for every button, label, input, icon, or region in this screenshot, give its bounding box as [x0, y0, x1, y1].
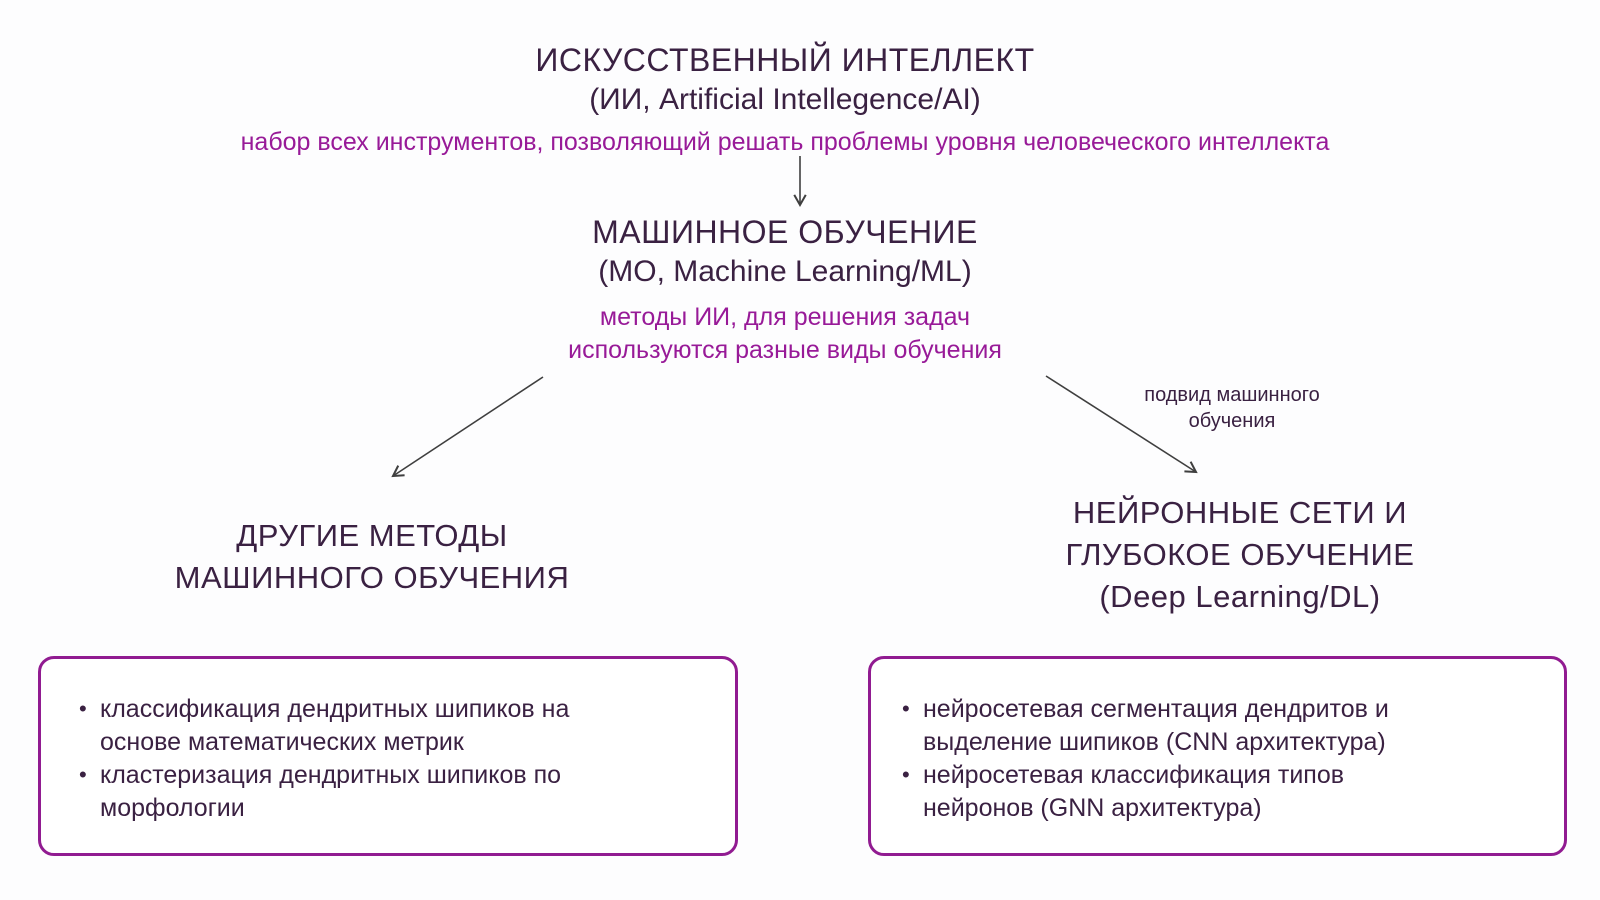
ml-node: МАШИННОЕ ОБУЧЕНИЕ (МО, Machine Learning/… — [85, 212, 1485, 367]
list-item: • классификация дендритных шипиков на ос… — [79, 693, 615, 759]
bullet-icon: • — [79, 762, 87, 787]
dl-edge-label: подвид машинного обучения — [1072, 382, 1392, 434]
other-methods-heading-line-2: МАШИННОГО ОБУЧЕНИЯ — [174, 560, 570, 595]
bullet-icon: • — [902, 696, 910, 721]
ai-node: ИСКУССТВЕННЫЙ ИНТЕЛЛЕКТ (ИИ, Artificial … — [85, 40, 1485, 159]
dl-edge-label-line-1: подвид машинного — [1144, 384, 1320, 406]
arrow-ml-to-other-methods — [391, 376, 544, 478]
deep-learning-box: • нейросетевая сегментация дендритов и в… — [868, 656, 1567, 856]
other-methods-heading-line-1: ДРУГИЕ МЕТОДЫ — [236, 518, 508, 553]
other-methods-box: • классификация дендритных шипиков на ос… — [38, 656, 738, 856]
list-item: • кластеризация дендритных шипиков по мо… — [79, 759, 615, 825]
ai-description: набор всех инструментов, позволяющий реш… — [240, 128, 1330, 156]
list-item: • нейросетевая классификация типов нейро… — [902, 759, 1438, 825]
list-item-text: нейросетевая сегментация дендритов и выд… — [923, 695, 1389, 756]
dl-edge-label-line-2: обучения — [1188, 410, 1276, 432]
deep-learning-list: • нейросетевая сегментация дендритов и в… — [871, 659, 1564, 825]
list-item-text: нейросетевая классификация типов нейроно… — [923, 761, 1345, 822]
ml-subtitle: (МО, Machine Learning/ML) — [598, 255, 972, 288]
ai-subtitle: (ИИ, Artificial Intellegence/AI) — [589, 83, 981, 116]
neural-networks-heading: НЕЙРОННЫЕ СЕТИ И ГЛУБОКОЕ ОБУЧЕНИЕ (Deep… — [960, 492, 1520, 618]
ml-description-line-1: методы ИИ, для решения задач — [599, 303, 971, 331]
neural-networks-heading-line-2: ГЛУБОКОЕ ОБУЧЕНИЕ — [1065, 537, 1415, 572]
ai-title: ИСКУССТВЕННЫЙ ИНТЕЛЛЕКТ — [535, 42, 1035, 78]
list-item: • нейросетевая сегментация дендритов и в… — [902, 693, 1438, 759]
neural-networks-heading-line-3: (Deep Learning/DL) — [1099, 579, 1381, 614]
ml-description: методы ИИ, для решения задач используютс… — [85, 301, 1485, 367]
ml-title: МАШИННОЕ ОБУЧЕНИЕ — [592, 214, 978, 250]
bullet-icon: • — [79, 696, 87, 721]
other-methods-list: • классификация дендритных шипиков на ос… — [41, 659, 735, 825]
list-item-text: классификация дендритных шипиков на осно… — [100, 695, 570, 756]
ml-description-line-2: используются разные виды обучения — [568, 336, 1002, 364]
list-item-text: кластеризация дендритных шипиков по морф… — [100, 761, 562, 822]
bullet-icon: • — [902, 762, 910, 787]
neural-networks-heading-line-1: НЕЙРОННЫЕ СЕТИ И — [1072, 495, 1408, 530]
other-methods-heading: ДРУГИЕ МЕТОДЫ МАШИННОГО ОБУЧЕНИЯ — [92, 515, 652, 599]
